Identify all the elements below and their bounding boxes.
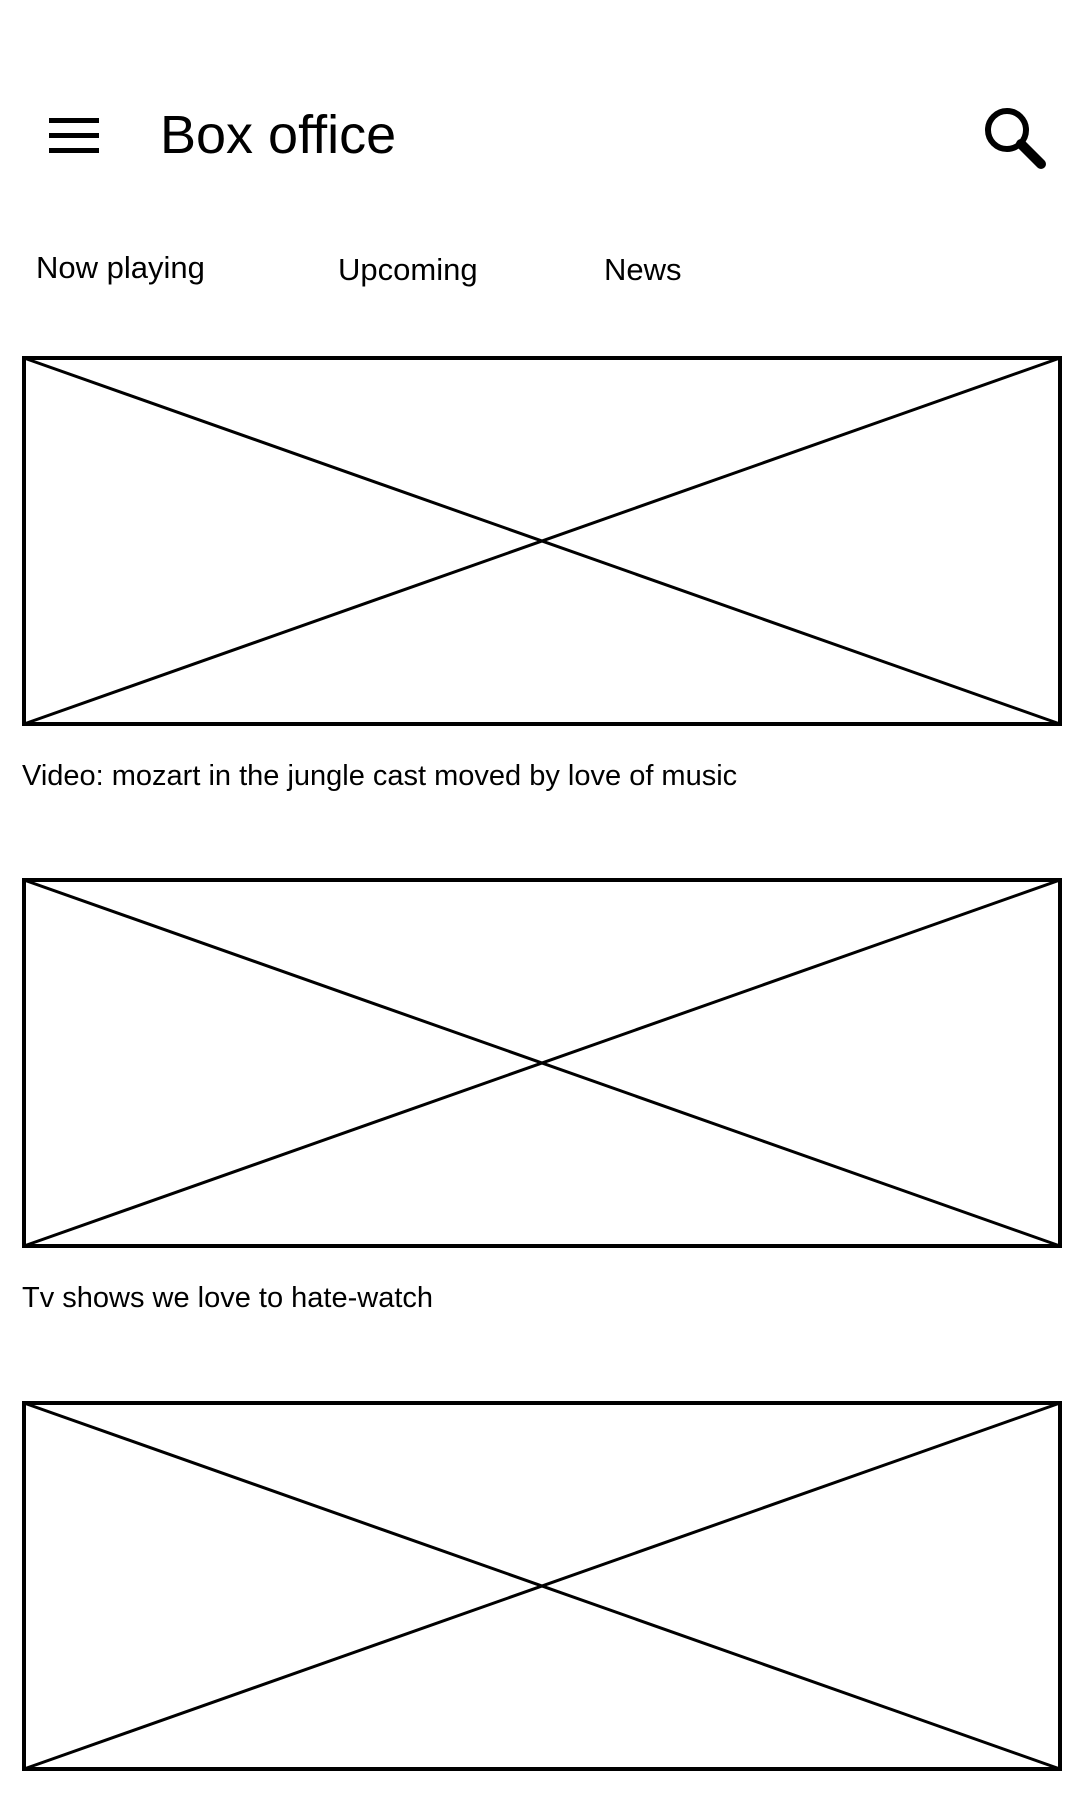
image-placeholder[interactable]: [22, 356, 1062, 726]
image-placeholder[interactable]: [22, 878, 1062, 1248]
article-card[interactable]: [22, 1401, 1062, 1803]
article-title[interactable]: Video: mozart in the jungle cast moved b…: [22, 760, 738, 792]
hamburger-menu-icon[interactable]: [49, 116, 99, 156]
article-title[interactable]: Tv shows we love to hate-watch: [22, 1282, 434, 1314]
tab-news[interactable]: News: [604, 252, 682, 287]
image-placeholder[interactable]: [22, 1401, 1062, 1771]
tab-now-playing[interactable]: Now playing: [36, 250, 205, 285]
article-card[interactable]: Tv shows we love to hate-watch: [22, 878, 1062, 1316]
page-title: Box office: [160, 105, 397, 165]
app-bar: Box office: [0, 90, 1080, 180]
article-card[interactable]: Video: mozart in the jungle cast moved b…: [22, 356, 1062, 794]
search-icon[interactable]: [982, 105, 1048, 171]
tab-upcoming[interactable]: Upcoming: [338, 252, 478, 287]
tab-bar: Now playing Upcoming News: [0, 250, 1080, 290]
